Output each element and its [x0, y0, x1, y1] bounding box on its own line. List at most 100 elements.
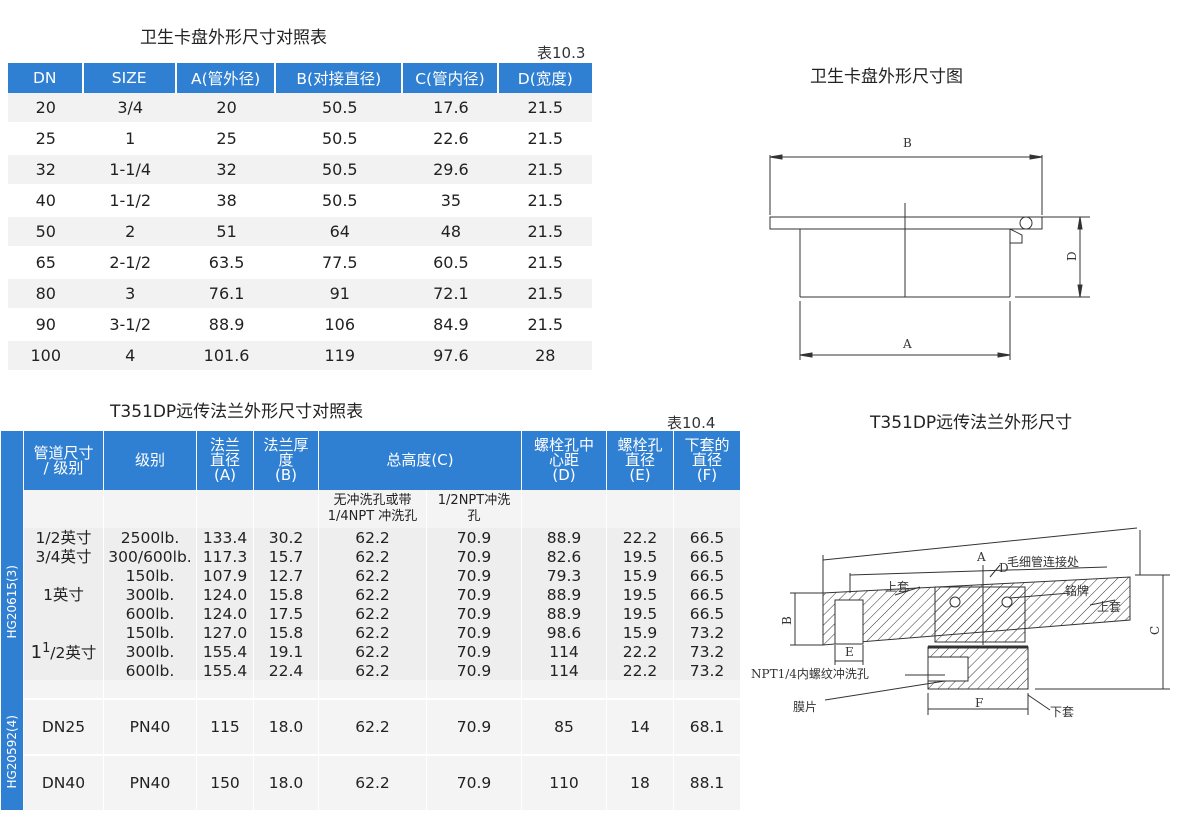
- table1-cell: 21.5: [498, 310, 592, 341]
- table2-cell: 70.9: [427, 585, 522, 604]
- table2-cell: 66.5: [674, 604, 741, 623]
- table2-cell: 12.7: [254, 566, 319, 585]
- table2-cell: 300lb.: [104, 642, 197, 661]
- table2-cell: 73.2: [674, 661, 741, 680]
- table1-cell: 88.9: [176, 310, 277, 341]
- table2-cell: 62.2: [319, 661, 427, 680]
- table2-cell: 19.1: [254, 642, 319, 661]
- table1-cell: 65: [8, 248, 84, 279]
- table1-cell: 100: [8, 341, 84, 372]
- table2-cell: 88.9: [522, 528, 607, 547]
- table2-cell: 66.5: [674, 547, 741, 566]
- table1-header-5: D(宽度): [498, 63, 592, 93]
- table1-cell: 21.5: [498, 248, 592, 279]
- table1-cell: 50.5: [276, 155, 404, 186]
- table1-cell: 80: [8, 279, 84, 310]
- figure2-label-d: D: [999, 561, 1009, 575]
- table1-cell: 29.6: [403, 155, 499, 186]
- table2-size-cell: 1英寸: [24, 566, 104, 623]
- table2-cell: 62.2: [319, 623, 427, 642]
- table1-cell: 21.5: [498, 155, 592, 186]
- table2-cell: 82.6: [522, 547, 607, 566]
- table2-cell: 62.2: [319, 528, 427, 547]
- table1-cell: 106: [276, 310, 404, 341]
- table1-cell: 101.6: [176, 341, 277, 372]
- table2-cell: 70.9: [427, 604, 522, 623]
- table2-size-cell: 11/2英寸: [24, 623, 104, 680]
- table1-cell: 25: [176, 124, 277, 155]
- table2-cell: 62.2: [319, 754, 427, 810]
- table2-cell: 124.0: [197, 585, 254, 604]
- table2-cell: 15.9: [607, 623, 674, 642]
- flange-drawing: A D 毛细管连接处 上套 铭牌 上套 B C E NPT1/4内螺纹冲洗孔 膜…: [751, 527, 1170, 719]
- table1-cell: 1-1/4: [83, 155, 177, 186]
- table2-cell: 62.2: [319, 547, 427, 566]
- table2-cell: 18.0: [254, 698, 319, 754]
- table2-group2-label: HG20592(4): [1, 698, 24, 810]
- table1-cell: 22.6: [403, 124, 499, 155]
- table1-cell: 50.5: [276, 186, 404, 217]
- table2-cell: 70.9: [427, 528, 522, 547]
- table2-sub-c1: 无冲洗孔或带 1/4NPT 冲洗孔: [319, 490, 427, 528]
- table2-cell: 114: [522, 661, 607, 680]
- table2-cell: 124.0: [197, 604, 254, 623]
- table2-header-a: 法兰 直径 (A): [197, 431, 254, 490]
- table2-cell: 62.2: [319, 566, 427, 585]
- table2-number: 表10.4: [667, 414, 716, 432]
- table2-sub-c2: 1/2NPT冲洗 孔: [427, 490, 522, 528]
- table2-cell: 150: [197, 754, 254, 810]
- table1-cell: 35: [403, 186, 499, 217]
- table2-cell: 70.9: [427, 754, 522, 810]
- table1-cell: 72.1: [403, 279, 499, 310]
- table2-cell: 300/600lb.: [104, 547, 197, 566]
- table2-cell: 98.6: [522, 623, 607, 642]
- table1-cell: 17.6: [403, 93, 499, 124]
- table1-cell: 1-1/2: [83, 186, 177, 217]
- table2-size-cell: 1/2英寸: [24, 528, 104, 547]
- table2-cell: 62.2: [319, 642, 427, 661]
- table1-cell: 50.5: [276, 93, 404, 124]
- table2-cell: 133.4: [197, 528, 254, 547]
- table2-cell: 17.5: [254, 604, 319, 623]
- table1-cell: 119: [276, 341, 404, 372]
- table2-header-row: 管道尺寸 / 级别 级别 法兰 直径 (A) 法兰厚 度 (B) 总高度(C) …: [1, 431, 741, 490]
- table1-header-4: C(管内径): [403, 63, 499, 93]
- figure1-title: 卫生卡盘外形尺寸图: [810, 67, 963, 87]
- table1-cell: 3-1/2: [83, 310, 177, 341]
- table1-cell: 3: [83, 279, 177, 310]
- figure2-label-npt: NPT1/4内螺纹冲洗孔: [751, 666, 869, 681]
- table1-cell: 25: [8, 124, 84, 155]
- table2-sub-blank: [1, 490, 24, 528]
- table2-separator: [1, 680, 741, 698]
- table1-cell: 3/4: [83, 93, 177, 124]
- figure2-label-lower: 下套: [1050, 705, 1074, 719]
- table2-cell: 70.9: [427, 623, 522, 642]
- table2-size-big: 1: [30, 642, 43, 664]
- table1-cell: 20: [8, 93, 84, 124]
- table2-cell: DN25: [24, 698, 104, 754]
- table2-cell: 70.9: [427, 642, 522, 661]
- table1-cell: 20: [176, 93, 277, 124]
- figure2-label-capillary: 毛细管连接处: [1007, 554, 1079, 569]
- table2-cell: 88.9: [522, 585, 607, 604]
- table2-cell: 22.2: [607, 661, 674, 680]
- table2-group2-label-text: HG20592(4): [5, 714, 19, 789]
- table2-cell: 15.8: [254, 585, 319, 604]
- table2-cell: 14: [607, 698, 674, 754]
- figure1-label-d: D: [1065, 251, 1079, 261]
- table2-cell: 62.2: [319, 604, 427, 623]
- table1-cell: 40: [8, 186, 84, 217]
- table2-cell: 117.3: [197, 547, 254, 566]
